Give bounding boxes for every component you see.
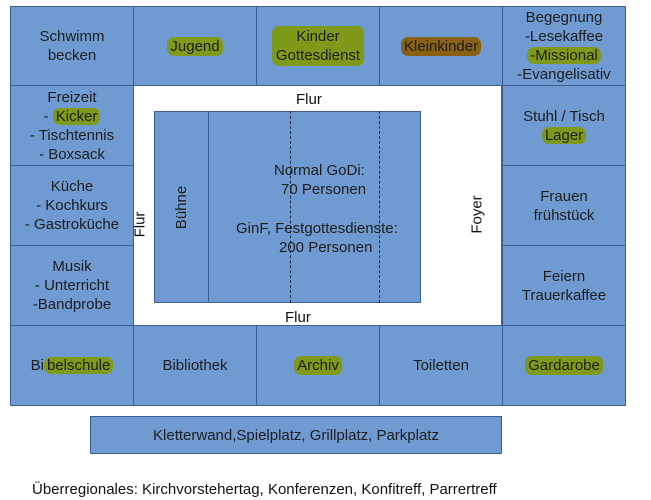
room-label: Musik xyxy=(52,258,92,275)
outdoor-area: Kletterwand,Spielplatz, Grillplatz, Park… xyxy=(90,416,502,454)
room-label-highlighted: Gardarobe xyxy=(525,356,603,375)
room-label-highlighted: Kinder xyxy=(296,28,340,45)
room-label: Stuhl / Tisch xyxy=(523,107,605,125)
room-label: - xyxy=(43,107,53,125)
room-musik: Musik - Unterricht -Bandprobe xyxy=(10,245,134,326)
room-label: Begegnung xyxy=(525,9,603,26)
room-jugend: Jugend xyxy=(133,6,257,86)
normal-service-line2: 70 Personen xyxy=(281,181,367,198)
room-label-highlighted: Kicker xyxy=(52,107,101,125)
room-begegnung: Begegnung -Lesekaffee -Missional -Evange… xyxy=(502,6,626,86)
special-service-line1: GinF, Festgottesdienste: xyxy=(236,220,398,237)
room-gardarobe: Gardarobe xyxy=(502,325,626,406)
room-label: -Evangelisativ xyxy=(517,66,611,83)
main-hall xyxy=(154,111,421,303)
highlight-block: Kinder Gottesdienst xyxy=(271,26,365,66)
room-label: - Unterricht xyxy=(34,277,110,294)
room-freizeit: Freizeit - Kicker - Tischtennis - Boxsac… xyxy=(10,85,134,166)
room-label-highlighted: Archiv xyxy=(294,356,342,375)
room-label-highlighted: -Missional xyxy=(527,47,601,64)
room-label-highlighted: Jugend xyxy=(167,36,223,56)
regional-activities-note: Überregionales: Kirchvorstehertag, Konfe… xyxy=(32,481,497,498)
room-label: -Bandprobe xyxy=(32,296,112,313)
room-label: - Boxsack xyxy=(39,145,105,163)
corridor-label-bottom: Flur xyxy=(285,309,311,326)
room-label: - Gastroküche xyxy=(24,216,120,233)
room-label: Bi xyxy=(30,357,44,374)
room-label: Toiletten xyxy=(413,357,469,374)
room-kleinkinder: Kleinkinder xyxy=(379,6,503,86)
room-label: becken xyxy=(47,47,97,64)
room-label: Freizeit xyxy=(47,88,97,106)
room-archiv: Archiv xyxy=(256,325,380,406)
room-label: Küche xyxy=(50,178,94,195)
room-toiletten: Toiletten xyxy=(379,325,503,406)
stage-label: Bühne xyxy=(173,185,191,230)
room-feiern: Feiern Trauerkaffee xyxy=(502,245,626,326)
normal-service-line1: Normal GoDi: xyxy=(274,162,365,179)
room-schwimmbecken: Schwimm becken xyxy=(10,6,134,86)
room-label: Bibliothek xyxy=(162,357,228,374)
divider-dashed-line xyxy=(290,111,291,303)
room-stuhl-tisch-lager: Stuhl / Tisch Lager xyxy=(502,85,626,166)
divider-dashed-line xyxy=(379,111,380,303)
room-label: Trauerkaffee xyxy=(521,286,607,304)
room-label: - Tischtennis xyxy=(29,126,115,144)
room-bibliothek: Bibliothek xyxy=(133,325,257,406)
room-label-highlighted: Gottesdienst xyxy=(275,47,361,64)
foyer-label: Foyer xyxy=(468,195,486,234)
special-service-line2: 200 Personen xyxy=(279,239,373,256)
room-label-highlighted: belschule xyxy=(43,357,114,374)
room-label: frühstück xyxy=(533,206,595,224)
room-frauenfruehstueck: Frauen frühstück xyxy=(502,165,626,246)
room-kindergottesdienst: Kinder Gottesdienst xyxy=(256,6,380,86)
room-label: - Kochkurs xyxy=(36,197,108,214)
stage xyxy=(154,111,209,303)
outdoor-label: Kletterwand,Spielplatz, Grillplatz, Park… xyxy=(153,426,439,444)
corridor-label-left: Flur xyxy=(131,211,149,238)
room-label: -Lesekaffee xyxy=(524,28,604,45)
room-kueche: Küche - Kochkurs - Gastroküche xyxy=(10,165,134,246)
room-label: Schwimm xyxy=(39,28,105,45)
room-label-highlighted: Kleinkinder xyxy=(400,36,482,56)
corridor-label-top: Flur xyxy=(296,91,322,108)
room-label: Feiern xyxy=(542,267,586,285)
room-label: Frauen xyxy=(540,187,588,205)
room-label-highlighted: Lager xyxy=(541,126,587,144)
